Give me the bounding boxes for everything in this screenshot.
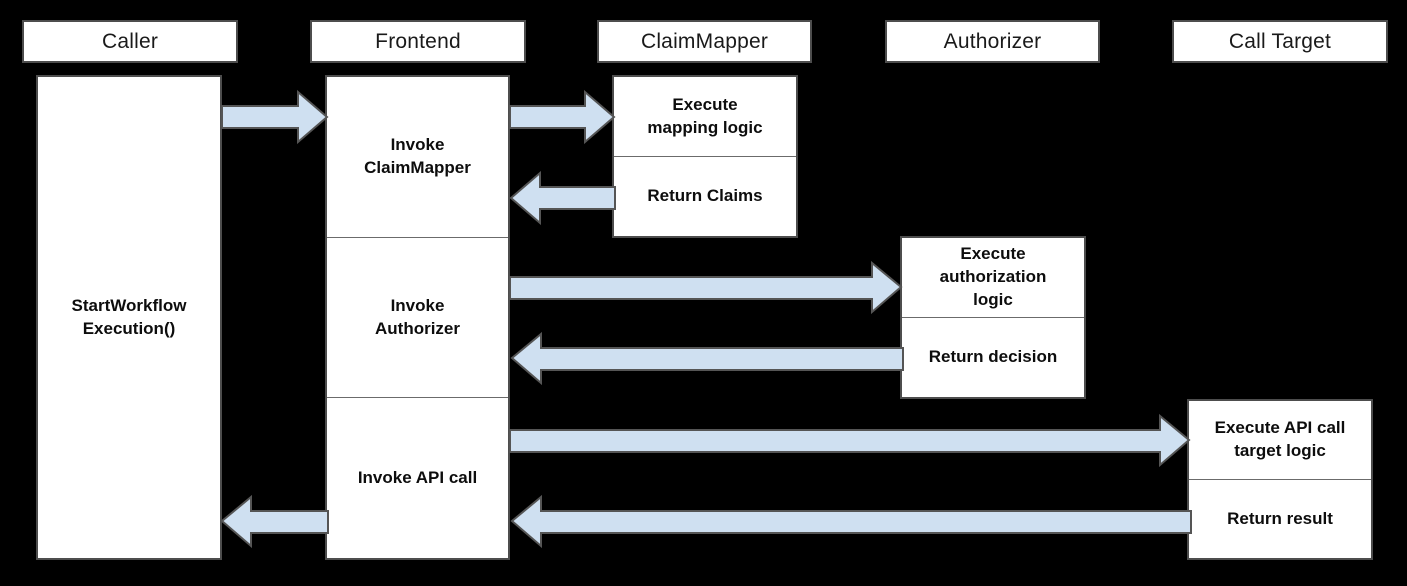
lane-header-frontend: Frontend xyxy=(310,20,526,63)
lane-header-calltarget-label: Call Target xyxy=(1228,29,1332,53)
activation-claimmapper-return-claims: Return Claims xyxy=(647,186,763,206)
activation-authorizer-return-decision: Return decision xyxy=(928,347,1058,367)
arrow-frontend-to-caller xyxy=(220,494,329,549)
arrow-frontend-to-authorizer xyxy=(509,260,903,315)
arrow-caller-to-frontend xyxy=(221,89,329,145)
activation-frontend-invoke-api-call: Invoke API call xyxy=(357,467,478,487)
arrow-frontend-to-claimmapper xyxy=(509,89,616,145)
arrow-authorizer-to-frontend xyxy=(510,331,904,386)
lane-header-frontend-label: Frontend xyxy=(375,29,461,53)
lane-header-caller-label: Caller xyxy=(101,29,159,53)
lane-header-calltarget: Call Target xyxy=(1172,20,1388,63)
lane-header-authorizer: Authorizer xyxy=(885,20,1100,63)
arrow-calltarget-to-frontend xyxy=(510,494,1192,549)
activation-calltarget-return-result: Return result xyxy=(1227,508,1333,528)
arrow-claimmapper-to-frontend xyxy=(509,170,616,226)
arrow-frontend-to-calltarget xyxy=(509,413,1191,468)
lane-header-claimmapper-label: ClaimMapper xyxy=(640,29,769,53)
lane-header-claimmapper: ClaimMapper xyxy=(597,20,812,63)
lane-header-caller: Caller xyxy=(22,20,238,63)
lane-header-authorizer-label: Authorizer xyxy=(943,29,1042,53)
